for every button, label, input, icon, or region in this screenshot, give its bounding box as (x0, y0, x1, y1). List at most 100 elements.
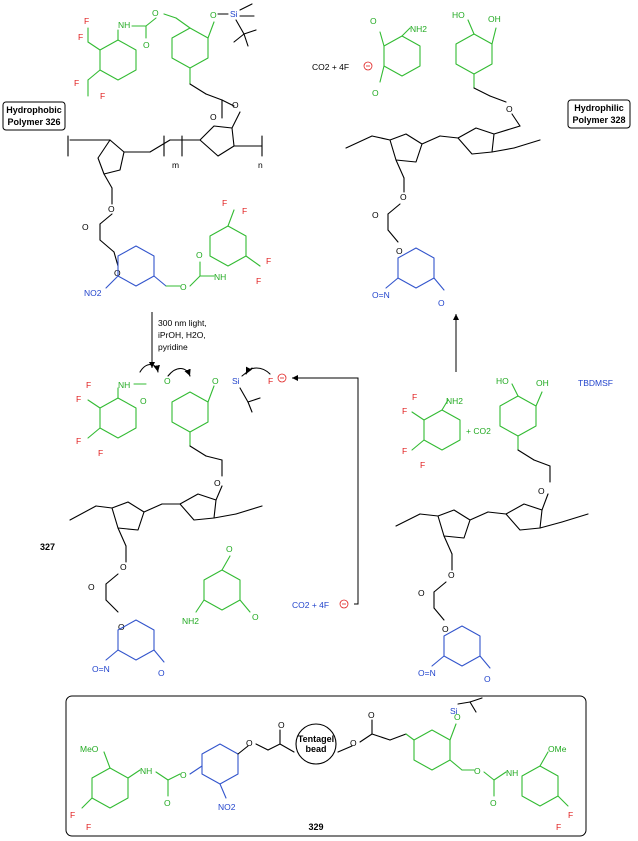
f-label: F (242, 206, 247, 216)
tentagel-bead (295, 723, 337, 765)
f-label: F (568, 810, 573, 820)
m-label: m (172, 160, 179, 170)
o-label: O (368, 710, 375, 720)
polymer-released: NH2 F F F F + CO2 HO OH TBDMSF O O O (395, 376, 613, 684)
ho-label: HO (496, 376, 509, 386)
tbdmsf-label: TBDMSF (578, 378, 613, 388)
label-328: Hydrophilic Polymer 328 (567, 99, 631, 129)
svg-text:Polymer 328: Polymer 328 (572, 115, 625, 125)
nitroso-label: O=N (418, 668, 436, 678)
o-label: O (118, 622, 125, 632)
o-label: O (152, 8, 159, 18)
o-label: O (226, 544, 233, 554)
o-label: O (252, 612, 259, 622)
o-label: O (158, 668, 165, 678)
f-label: F (556, 822, 561, 832)
compound-329-panel: MeO F F NH O O NO2 O O Tentagel bead O O (65, 695, 587, 837)
o-label: O (210, 112, 217, 122)
f-label: F (76, 394, 81, 404)
polymer-328: CO2 + 4F NH2 O O HO OH O O O (312, 10, 541, 308)
fluoride-regeneration: CO2 + 4F (292, 375, 359, 610)
svg-text:iPrOH, H2O,: iPrOH, H2O, (158, 330, 206, 340)
label-326: Hydrophobic Polymer 326 (2, 101, 66, 131)
oh-label: OH (536, 378, 549, 388)
o-label: O (506, 104, 513, 114)
o-label: O (214, 478, 221, 488)
fluoride-label: F (268, 376, 273, 386)
nitroso-label: O=N (372, 290, 390, 300)
o-label: O (350, 738, 357, 748)
nh2-label: NH2 (446, 396, 463, 406)
o-label: O (143, 40, 150, 50)
f-label: F (78, 32, 83, 42)
nh2-label: NH2 (182, 616, 199, 626)
o-label: O (88, 582, 95, 592)
nh-label: NH (118, 20, 130, 30)
si-label: Si (232, 376, 240, 386)
svg-text:Hydrophilic: Hydrophilic (574, 103, 624, 113)
f-label: F (402, 406, 407, 416)
f-label: F (74, 78, 79, 88)
svg-text:CO2 + 4F: CO2 + 4F (292, 600, 329, 610)
o-label: O (210, 10, 217, 20)
nh-label: NH (214, 272, 226, 282)
o-label: O (484, 674, 491, 684)
co2-label: + CO2 (466, 426, 491, 436)
o-label: O (372, 210, 379, 220)
o-label: O (246, 738, 253, 748)
nh-label: NH (140, 766, 152, 776)
o-label: O (438, 298, 445, 308)
f-label: F (86, 822, 91, 832)
o-label: O (400, 192, 407, 202)
f-label: F (86, 380, 91, 390)
f-label: F (222, 198, 227, 208)
o-label: O (372, 88, 379, 98)
si-label: Si (230, 9, 238, 19)
f-label: F (256, 276, 261, 286)
svg-text:300 nm light,: 300 nm light, (158, 318, 207, 328)
o-label: O (418, 588, 425, 598)
o-label: O (108, 204, 115, 214)
label-329: 329 (308, 822, 323, 832)
svg-text:CO2 + 4F: CO2 + 4F (312, 62, 349, 72)
o-label: O (278, 720, 285, 730)
svg-text:Hydrophobic: Hydrophobic (6, 105, 62, 115)
o-label: O (212, 376, 219, 386)
o-label: O (82, 222, 89, 232)
o-label: O (370, 16, 377, 26)
svg-text:Tentagel: Tentagel (298, 734, 334, 744)
polymer-326: NH F F F F O O O Si O O (67, 3, 271, 298)
reaction-conditions: 300 nm light, iPrOH, H2O, pyridine (158, 318, 207, 352)
f-label: F (100, 91, 105, 101)
o-label: O (474, 766, 481, 776)
f-label: F (412, 392, 417, 402)
o-label: O (196, 250, 203, 260)
o-label: O (164, 376, 171, 386)
intermediate-327: NH F F F F O O O Si F O (69, 363, 287, 678)
meo-label: MeO (80, 744, 99, 754)
svg-text:Polymer 326: Polymer 326 (7, 117, 60, 127)
o-label: O (232, 100, 239, 110)
o-label: O (164, 798, 171, 808)
n-label: n (258, 160, 263, 170)
o-label: O (180, 282, 187, 292)
f-label: F (98, 448, 103, 458)
o-label: O (396, 246, 403, 256)
svg-text:pyridine: pyridine (158, 342, 188, 352)
f-label: F (76, 436, 81, 446)
nitroso-label: O=N (92, 664, 110, 674)
o-label: O (180, 770, 187, 780)
ho-label: HO (452, 10, 465, 20)
f-label: F (402, 446, 407, 456)
nh2-label: NH2 (410, 24, 427, 34)
f-label: F (266, 256, 271, 266)
ome-label: OMe (548, 744, 567, 754)
nh-label: NH (506, 768, 518, 778)
o-label: O (538, 486, 545, 496)
no2-label: NO2 (218, 802, 236, 812)
f-label: F (420, 460, 425, 470)
label-327: 327 (40, 542, 55, 552)
o-label: O (120, 562, 127, 572)
svg-text:bead: bead (305, 744, 326, 754)
